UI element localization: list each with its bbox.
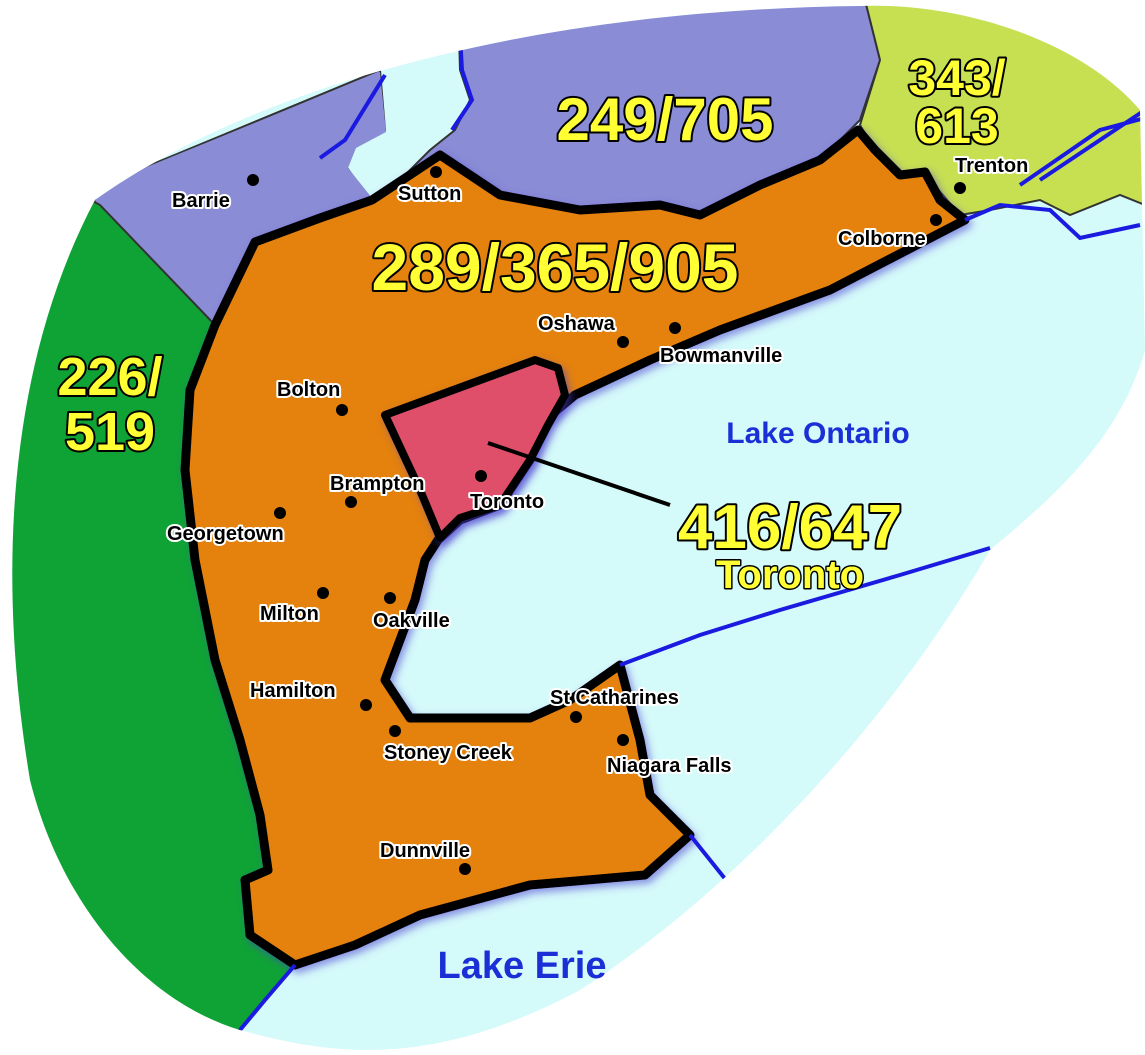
shoreline-quinte-2 [1018,116,1145,187]
label-613: 613 [915,98,998,154]
label-bowmanville: Bowmanville [660,345,782,367]
dot-hamilton [360,699,372,711]
label-226: 226/ [57,347,162,407]
dot-colborne [930,214,942,226]
dot-st-catharines [570,711,582,723]
label-niagara-falls: Niagara Falls [607,755,732,777]
label-toronto-area: Toronto [716,553,864,597]
label-416-647: 416/647 [678,493,902,562]
dot-dunnville [459,863,471,875]
label-lake-erie: Lake Erie [438,945,607,987]
dot-bolton [336,404,348,416]
label-barrie: Barrie [172,190,230,212]
label-georgetown: Georgetown [167,523,284,545]
dot-niagara-falls [617,734,629,746]
label-milton: Milton [260,603,319,625]
label-sutton: Sutton [398,183,461,205]
label-trenton: Trenton [955,155,1028,177]
label-stoney-creek: Stoney Creek [384,742,513,764]
dot-oakville [384,592,396,604]
shoreline-niagara-river [619,546,991,667]
label-249-705: 249/705 [557,86,774,153]
label-st-catharines: St Catharines [550,687,679,709]
dot-toronto [475,470,487,482]
region-249-705-west [90,72,386,325]
label-343: 343/ [908,50,1005,106]
label-colborne: Colborne [838,228,926,250]
dot-sutton [430,166,442,178]
label-519: 519 [65,402,155,462]
dot-georgetown [274,507,286,519]
label-bolton: Bolton [277,379,340,401]
shoreline-ontario-east [964,202,1141,241]
dot-stoney-creek [389,725,401,737]
label-oshawa: Oshawa [538,313,616,335]
label-289-365-905: 289/365/905 [371,230,738,304]
dot-barrie [247,174,259,186]
label-toronto: Toronto [470,491,544,513]
shoreline-simcoe [318,73,387,160]
dot-milton [317,587,329,599]
region-416-647 [381,356,569,542]
label-oakville: Oakville [373,610,450,632]
dot-brampton [345,496,357,508]
dot-trenton [954,182,966,194]
region-289-365-905 [180,125,970,970]
toronto-pointer-line [487,441,671,507]
dot-bowmanville [669,322,681,334]
label-dunnville: Dunnville [380,840,470,862]
label-brampton: Brampton [330,473,424,495]
label-hamilton: Hamilton [250,680,336,702]
shoreline-erie-west [238,963,297,1032]
dot-oshawa [617,336,629,348]
label-lake-ontario: Lake Ontario [726,417,909,450]
